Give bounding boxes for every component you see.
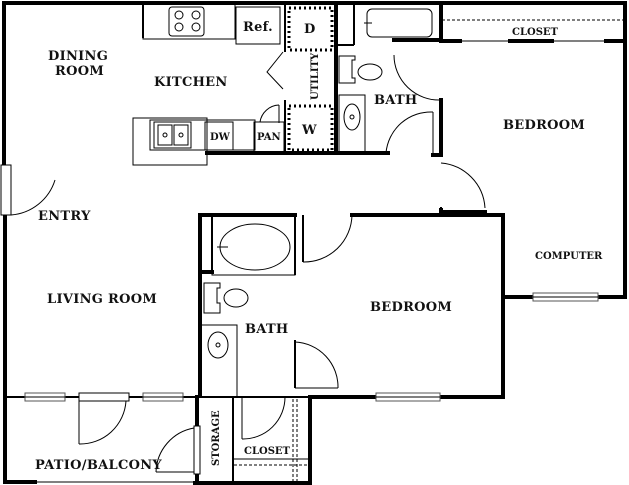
label-utility: UTILITY bbox=[310, 52, 321, 100]
pantry bbox=[253, 121, 285, 153]
upper-bath-fixtures bbox=[338, 8, 433, 154]
toilet-tank-icon bbox=[338, 55, 356, 84]
sink-icon bbox=[343, 103, 361, 131]
label-washer: W bbox=[301, 123, 317, 138]
toilet-tank-icon bbox=[203, 282, 221, 314]
fixture-labels: Ref. D W DW PAN bbox=[210, 20, 317, 143]
label-refrigerator: Ref. bbox=[243, 20, 273, 35]
lower-bath-fixtures bbox=[200, 214, 296, 398]
label-bedroom-lower: BEDROOM bbox=[370, 300, 452, 315]
toilet-icon bbox=[223, 288, 249, 308]
windows bbox=[24, 292, 599, 402]
dishwasher bbox=[204, 121, 234, 151]
label-dining-room: DINING bbox=[48, 49, 108, 64]
label-closet-lower: CLOSET bbox=[244, 446, 291, 457]
toilet-icon bbox=[357, 63, 383, 81]
label-dining-room-2: ROOM bbox=[55, 64, 104, 79]
label-bath-upper: BATH bbox=[374, 93, 418, 108]
sink-icon bbox=[207, 331, 229, 359]
label-bath-lower: BATH bbox=[245, 322, 289, 337]
label-closet-upper: CLOSET bbox=[512, 27, 559, 38]
label-living-room: LIVING ROOM bbox=[47, 292, 157, 307]
label-dishwasher: DW bbox=[210, 132, 231, 143]
bathtub-icon bbox=[366, 8, 433, 38]
label-pantry: PAN bbox=[257, 132, 281, 143]
washer bbox=[287, 104, 334, 152]
stove-icon bbox=[168, 6, 205, 37]
room-labels: DINING ROOM KITCHEN ENTRY LIVING ROOM PA… bbox=[35, 27, 603, 473]
kitchen-fixtures bbox=[132, 2, 334, 166]
refrigerator bbox=[235, 6, 281, 45]
label-kitchen: KITCHEN bbox=[154, 75, 228, 90]
label-entry: ENTRY bbox=[38, 209, 91, 224]
label-computer: COMPUTER bbox=[535, 251, 603, 262]
bathtub-icon bbox=[219, 223, 291, 271]
label-patio-balcony: PATIO/BALCONY bbox=[35, 458, 162, 473]
label-dryer: D bbox=[304, 22, 316, 37]
label-bedroom-upper: BEDROOM bbox=[503, 118, 585, 133]
sink-icon bbox=[153, 121, 192, 149]
doors bbox=[0, 51, 486, 475]
dryer bbox=[287, 6, 334, 52]
label-storage: STORAGE bbox=[211, 410, 222, 466]
